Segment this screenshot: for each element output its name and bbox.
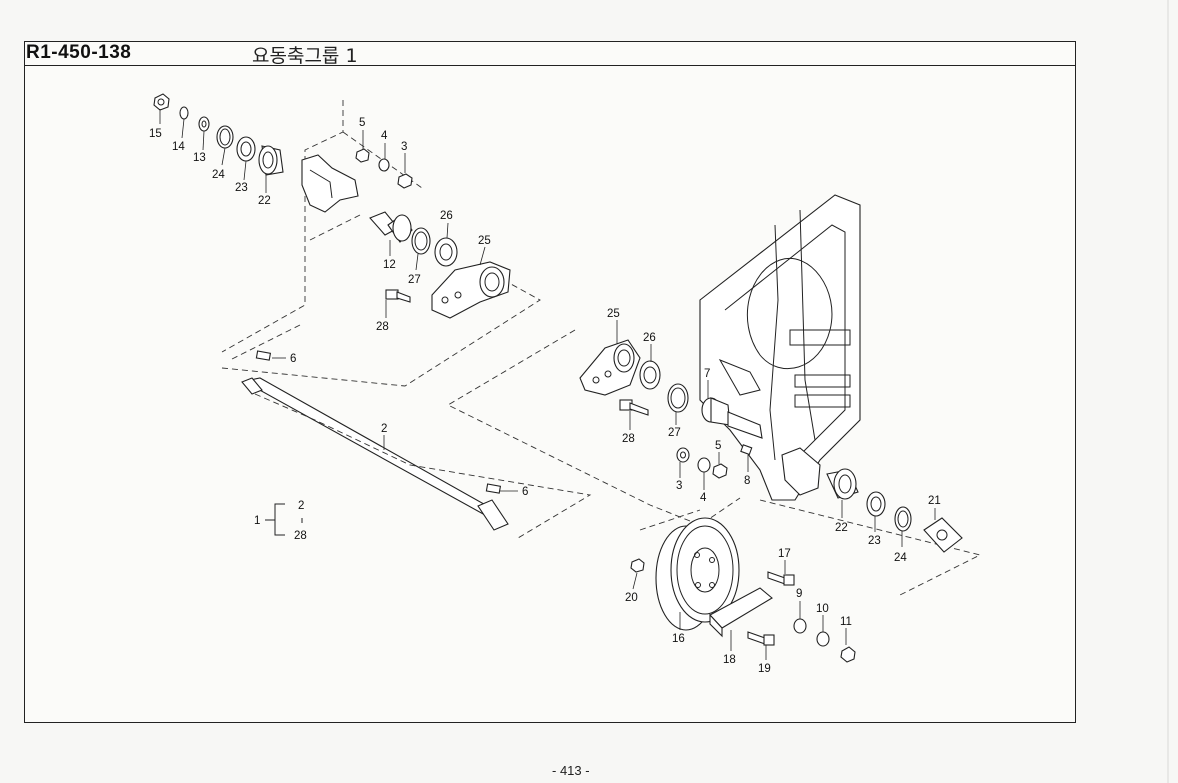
washer-13 bbox=[198, 116, 210, 132]
callout-14: 14 bbox=[172, 141, 185, 153]
ring-24 bbox=[216, 125, 234, 149]
nut-20 bbox=[630, 558, 645, 573]
main-shaft-2 bbox=[241, 350, 509, 531]
callout-5: 5 bbox=[715, 440, 721, 452]
assembly-bracket bbox=[265, 503, 303, 536]
key-8 bbox=[740, 444, 753, 456]
bearing-26a bbox=[434, 237, 458, 267]
shaft-clamp bbox=[781, 447, 821, 496]
ring-24b bbox=[894, 506, 912, 532]
drawing-frame bbox=[24, 41, 1076, 723]
bushing-22b bbox=[826, 468, 859, 500]
callout-22: 22 bbox=[258, 195, 271, 207]
assembly-callout-2: 2 bbox=[298, 500, 304, 512]
callout-15: 15 bbox=[149, 128, 162, 140]
nut-5b bbox=[712, 463, 728, 479]
callout-7: 7 bbox=[704, 368, 710, 380]
callout-28: 28 bbox=[622, 433, 635, 445]
washer-4a bbox=[378, 158, 390, 172]
dash-outline bbox=[221, 277, 541, 387]
leader-lines bbox=[159, 109, 936, 660]
callout-22: 22 bbox=[835, 522, 848, 534]
callout-24: 24 bbox=[212, 169, 225, 181]
callout-8: 8 bbox=[744, 475, 750, 487]
callout-16: 16 bbox=[672, 633, 685, 645]
bushing-22 bbox=[258, 145, 284, 176]
ring-27b bbox=[667, 383, 689, 413]
bolt-17 bbox=[767, 571, 795, 586]
dash-outline bbox=[254, 393, 592, 539]
cover-21 bbox=[923, 517, 963, 553]
callout-2: 2 bbox=[381, 423, 387, 435]
bearing-23b bbox=[866, 491, 886, 517]
callout-12: 12 bbox=[383, 259, 396, 271]
callout-19: 19 bbox=[758, 663, 771, 675]
bearing-23 bbox=[236, 136, 256, 162]
callout-6: 6 bbox=[522, 486, 528, 498]
dash-outline bbox=[229, 324, 301, 361]
washer-3b bbox=[676, 447, 690, 463]
callout-25: 25 bbox=[478, 235, 491, 247]
callout-6: 6 bbox=[290, 353, 296, 365]
washer-14 bbox=[179, 106, 189, 120]
dash-outline bbox=[221, 100, 344, 353]
assembly-callout-28: 28 bbox=[294, 530, 307, 542]
nut-3a bbox=[397, 173, 413, 189]
callout-25: 25 bbox=[607, 308, 620, 320]
callout-18: 18 bbox=[723, 654, 736, 666]
eccentric-12 bbox=[369, 211, 413, 243]
callout-3: 3 bbox=[676, 480, 682, 492]
assembly-callout-1: 1 bbox=[254, 515, 260, 527]
callout-17: 17 bbox=[778, 548, 791, 560]
callout-27: 27 bbox=[408, 274, 421, 286]
callout-4: 4 bbox=[700, 492, 707, 504]
dash-outline bbox=[447, 329, 741, 526]
callout-5: 5 bbox=[359, 117, 365, 129]
callout-labels: 15 14 13 24 23 22 5 4 3 26 25 12 27 28 6… bbox=[149, 117, 941, 675]
page-number: - 413 - bbox=[552, 763, 590, 778]
callout-23: 23 bbox=[868, 535, 881, 547]
washer-10 bbox=[816, 631, 830, 647]
eccentric-7 bbox=[701, 397, 763, 439]
nut-11 bbox=[840, 646, 856, 663]
callout-11: 11 bbox=[840, 616, 852, 628]
bearing-26b bbox=[639, 360, 661, 390]
callout-9: 9 bbox=[796, 588, 802, 600]
flywheel-16 bbox=[655, 517, 740, 631]
link-arm-25a bbox=[431, 261, 511, 319]
nut-5a bbox=[355, 148, 370, 163]
washer-9 bbox=[793, 618, 807, 634]
frame-plate bbox=[699, 194, 861, 501]
bracket-casting bbox=[301, 154, 359, 213]
nut-15 bbox=[153, 93, 170, 111]
callout-3: 3 bbox=[401, 141, 407, 153]
callout-26: 26 bbox=[440, 210, 453, 222]
dash-outline bbox=[759, 499, 982, 596]
dash-outline bbox=[309, 214, 361, 241]
callout-28: 28 bbox=[376, 321, 389, 333]
callout-23: 23 bbox=[235, 182, 248, 194]
counterweight-18 bbox=[709, 587, 773, 638]
document-title: 요동축그룹 1 bbox=[252, 45, 358, 67]
ring-27a bbox=[411, 227, 431, 255]
callout-13: 13 bbox=[193, 152, 206, 164]
callout-26: 26 bbox=[643, 332, 656, 344]
callout-27: 27 bbox=[668, 427, 681, 439]
callout-4: 4 bbox=[381, 130, 388, 142]
bolt-19 bbox=[747, 631, 775, 646]
callout-10: 10 bbox=[816, 603, 829, 615]
dash-outline bbox=[639, 509, 701, 531]
callout-20: 20 bbox=[625, 592, 638, 604]
header-rule bbox=[24, 65, 1076, 66]
document-code: R1-450-138 bbox=[26, 42, 132, 63]
washer-4b bbox=[697, 457, 711, 473]
bolt-28b bbox=[619, 399, 649, 416]
callout-21: 21 bbox=[928, 495, 941, 507]
bolt-28a bbox=[385, 289, 411, 303]
callout-24: 24 bbox=[894, 552, 907, 564]
link-arm-25b bbox=[579, 339, 641, 396]
